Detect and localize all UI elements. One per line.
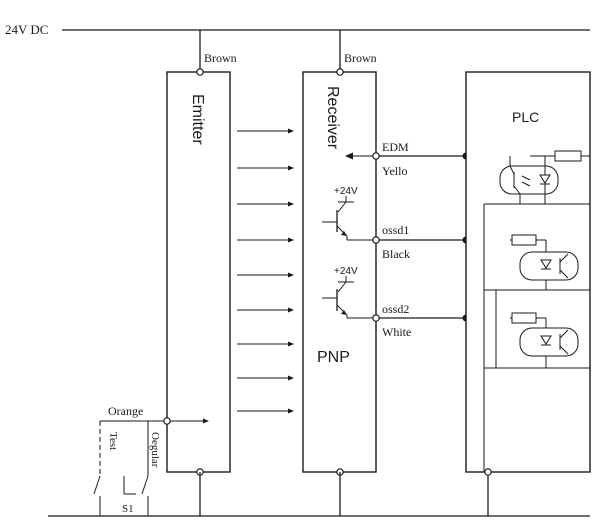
transistor2-supply-label: +24V [334, 266, 358, 277]
supply-rail [62, 29, 590, 72]
emitter-unit [163, 68, 231, 516]
transistor1-supply-label: +24V [334, 186, 358, 197]
receiver-title: Receiver [324, 86, 341, 150]
ossd2-wire-color: White [382, 325, 411, 339]
supply-label: 24V DC [5, 22, 48, 37]
ossd2-transistor-symbol [322, 276, 376, 319]
emitter-wire-label: Brown [204, 51, 237, 65]
ossd1-signal-name: ossd1 [382, 223, 409, 237]
ossd1-transistor-symbol [322, 196, 376, 241]
edm-signal-name: EDM [382, 140, 409, 154]
switch-label: S1 [122, 503, 134, 515]
edm-wire-color: Yello [382, 164, 407, 178]
plc-title: PLC [512, 109, 539, 125]
ossd1-wire-color: Black [382, 247, 410, 261]
test-circuit [93, 418, 209, 516]
receiver-wire-label: Brown [344, 51, 377, 65]
plc-unit [465, 71, 591, 516]
light-beams [237, 128, 294, 414]
orange-wire-label: Orange [108, 404, 143, 418]
test-label: Test [107, 432, 119, 450]
regular-label: Oegular [149, 432, 161, 468]
plc-internal-wiring [483, 150, 590, 472]
receiver-type-label: PNP [317, 349, 350, 366]
ossd2-signal-name: ossd2 [382, 302, 409, 316]
receiver-unit [302, 68, 377, 516]
emitter-title: Emitter [189, 94, 206, 145]
